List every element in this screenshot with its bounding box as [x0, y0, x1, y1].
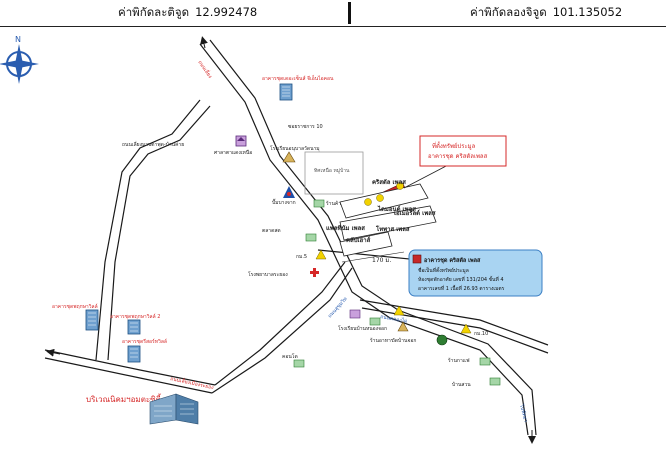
cross-road-a — [359, 299, 549, 346]
km-label: กม.5 — [296, 254, 307, 260]
topaz-label: โทพาส เพลส — [375, 225, 410, 233]
center-road-a — [214, 261, 346, 386]
shop6-icon — [489, 377, 501, 386]
shop6-label: บ้านสวน — [452, 381, 471, 388]
main-road-b — [209, 39, 537, 436]
village-label: ทิศเหนือ หมู่บ้าน — [314, 167, 350, 174]
shop4-label: ร้านกาแฟ — [448, 357, 470, 364]
soi-label: ซอยราชการ 10 — [288, 124, 323, 130]
shop2-icon — [305, 233, 317, 242]
info-box-line2: ห้องชุดพักอาศัย เลขที่ 131/204 ชั้นที่ 4 — [418, 274, 504, 283]
round-sign-icon — [436, 334, 448, 346]
school3-label: วัดบ้านจอก — [392, 337, 416, 344]
north-label: N — [15, 35, 21, 44]
crystal-label: คริสตัล เพลส — [372, 178, 406, 186]
estate-label: บริเวณนิคมฯอมตะซิตี้ — [86, 393, 162, 404]
latitude-readout: ค่าพิกัดละติจูด 12.992478 — [118, 4, 257, 22]
school-icon — [235, 135, 247, 147]
info-box-title: อาคารชุด คริสตัล เพลส — [424, 257, 481, 264]
road-label-left: ถนนเลี่ยงมาบตาพุด-บ้านค่าย — [122, 141, 184, 148]
apartment-left3-label: อาคารชุดรีสอร์ทวิลล์ — [122, 338, 167, 345]
location-callout — [419, 135, 507, 167]
shop3-label: ร้านอาหาร — [370, 337, 394, 344]
apartment-top-icon — [279, 83, 293, 101]
shop5-icon — [293, 359, 305, 368]
apartment-top-label: อาคารชุดเดอะเซ็นส์ จีเอ็นไอคอน — [262, 74, 334, 82]
building-block-3 — [339, 231, 393, 257]
building-block-1 — [339, 183, 429, 219]
hospital-label: โรงพยาบาลระยอง — [248, 271, 288, 278]
marker-dot-1-icon — [364, 198, 372, 206]
compass-rose-icon: N — [0, 35, 39, 84]
latitude-label: ค่าพิกัดละติจูด — [118, 5, 190, 19]
marker-dot-2-icon — [376, 194, 384, 202]
temple2-icon — [397, 321, 409, 332]
shop4-icon — [479, 357, 491, 366]
platinum-label: แพลทินัม เพลส — [326, 224, 365, 232]
apartment-left2-label: อาคารชุดพฤกษาวิลล์ 2 — [110, 313, 160, 320]
callout-leader — [403, 163, 451, 189]
temple-icon — [282, 151, 296, 163]
bottom-road-a — [44, 349, 216, 386]
shop5-label: คอนโด — [282, 353, 298, 360]
school-label: โรงเรียนอนุบาลวัดนามุ — [270, 145, 320, 152]
km-label-10: กม.10 — [474, 331, 488, 337]
info-box-marker-icon — [412, 254, 422, 264]
location-callout-line2: อาคารชุด คริสตัลเพลส — [428, 153, 488, 160]
bottom-road-b — [44, 357, 213, 394]
shop1-label: ร้านค้า — [326, 200, 342, 207]
info-box — [408, 249, 543, 297]
gas-station-label: ปั๊มบางจาก — [272, 198, 296, 206]
village-outline — [304, 151, 364, 195]
arrow-west-icon — [46, 348, 61, 357]
warning-sign-icon — [315, 249, 327, 260]
coordinate-divider — [348, 2, 351, 24]
emerald-label: เอเมอรัลด์ เพลส — [394, 209, 436, 217]
longitude-label: ค่าพิกัดลองจิจูด — [470, 5, 547, 19]
estate-building-icon — [149, 393, 199, 425]
left-road-a — [95, 99, 201, 361]
distance-label: 170 ม. — [372, 257, 391, 264]
location-callout-line1: ที่ตั้งทรัพย์ประมูล — [432, 140, 476, 150]
road-arrows — [46, 36, 536, 444]
road-label-side: ถนนคลองไผ่ — [380, 313, 408, 325]
hospital-icon — [310, 268, 319, 277]
info-box-line1: ชื่อเป็นที่ตั้งทรัพย์ประมูล — [418, 265, 469, 274]
shop1-icon — [313, 199, 325, 208]
apartment-left2-icon — [127, 319, 141, 335]
road-label-main: ถนนสุขุมวิท — [326, 296, 348, 320]
road-label-top: ถนนเลี่ยง — [196, 59, 214, 80]
gas-station-icon — [283, 186, 295, 198]
building-block-2 — [339, 205, 437, 241]
apartment-left3-icon — [127, 345, 141, 363]
longitude-readout: ค่าพิกัดลองจิจูด 101.135052 — [470, 4, 622, 22]
diamond-label: ไดมอนด์ เพลส — [377, 205, 416, 213]
warning-sign-3-icon — [460, 323, 472, 334]
road-network — [44, 39, 549, 436]
distance-line — [341, 251, 405, 263]
shop3-icon — [369, 317, 381, 326]
road-label-bottom-right: ไปพัทยา — [518, 403, 530, 423]
shop2-label: ตลาดสด — [262, 228, 281, 234]
marker-dot-3-icon — [396, 182, 404, 190]
longitude-value: 101.135052 — [552, 5, 623, 19]
latitude-value: 12.992478 — [195, 5, 258, 19]
apartment-left-label: อาคารชุดพฤกษาวิลล์ — [52, 303, 98, 310]
apartment-left-icon — [85, 309, 99, 331]
school2-label: โรงเรียนบ้านหนองจอก — [338, 325, 387, 332]
warning-sign-2-icon — [393, 305, 405, 316]
coordinate-bar: ค่าพิกัดละติจูด 12.992478 ค่าพิกัดลองจิจู… — [0, 0, 666, 27]
left-road-b — [107, 105, 211, 361]
school2-icon — [349, 309, 361, 319]
temple-label: ศาลาตาแดงเหนือ — [214, 149, 252, 156]
project-site — [339, 163, 451, 257]
center-road-b — [211, 267, 353, 394]
club-label: คลับเฮาส์ — [346, 236, 371, 244]
info-box-line3: อาคารเลขที่ 1 เนื้อที่ 26.93 ตารางเมตร — [418, 283, 505, 292]
arrow-north-icon — [200, 36, 208, 49]
main-road-a — [199, 43, 529, 436]
